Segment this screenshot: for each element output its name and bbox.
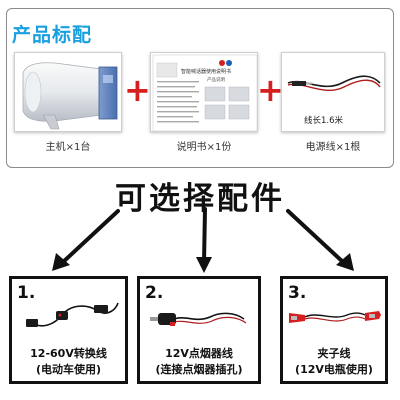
- converter-cable-image: [26, 302, 119, 327]
- manual-card: 智能喊话器使用说明书 产品说明: [150, 52, 258, 132]
- option-number: 2.: [145, 283, 164, 303]
- power-cable-image: [287, 75, 381, 92]
- option-card-cigarette-lighter-cable: 2. 12V点烟器线 (连接点烟器插孔): [137, 276, 261, 384]
- horn-speaker-image: [22, 62, 118, 130]
- direction-arrows: [52, 207, 354, 273]
- power-cable-card: [281, 52, 385, 132]
- arrow-middle-shaft: [202, 207, 207, 265]
- power-cable-caption: 电源线×1根: [305, 142, 361, 153]
- cable-length-label: 线长1.6米: [304, 116, 344, 126]
- manual-brand-text: 产品说明: [207, 76, 225, 83]
- option-sublabel: (12V电瓶使用): [295, 363, 373, 376]
- cigarette-lighter-cable-image: [150, 312, 247, 326]
- clip-cable-image: [289, 311, 381, 323]
- host-unit-caption: 主机×1台: [45, 142, 91, 153]
- plus-sign: +: [124, 71, 151, 109]
- option-card-clip-cable: 3. 夹子线 (12V电瓶使用): [280, 276, 388, 384]
- option-sublabel: (电动车使用): [35, 363, 102, 376]
- plus-sign: +: [257, 71, 284, 109]
- manual-title-text: 智能喊话器使用说明书: [181, 68, 231, 75]
- arrow-left-shaft: [60, 209, 120, 265]
- option-label: 12V点烟器线: [165, 347, 233, 360]
- host-unit-card: [14, 52, 122, 132]
- option-label: 12-60V转换线: [30, 347, 107, 360]
- arrow-right-head: [336, 253, 354, 271]
- option-label: 夹子线: [317, 347, 351, 360]
- option-sublabel: (连接点烟器插孔): [155, 363, 243, 376]
- manual-image: 智能喊话器使用说明书 产品说明: [152, 54, 258, 132]
- option-number: 3.: [288, 283, 307, 303]
- arrow-left-head: [52, 253, 70, 271]
- arrow-right-shaft: [286, 209, 346, 265]
- manual-caption: 说明书×1份: [176, 142, 232, 153]
- optional-accessories-heading: 可选择配件: [115, 181, 285, 217]
- standard-package-title: 产品标配: [12, 24, 93, 46]
- option-card-converter-cable: 1. 12-60V转换线 (电动车使用): [9, 276, 128, 384]
- option-number: 1.: [17, 283, 36, 303]
- arrow-middle-head: [196, 257, 212, 273]
